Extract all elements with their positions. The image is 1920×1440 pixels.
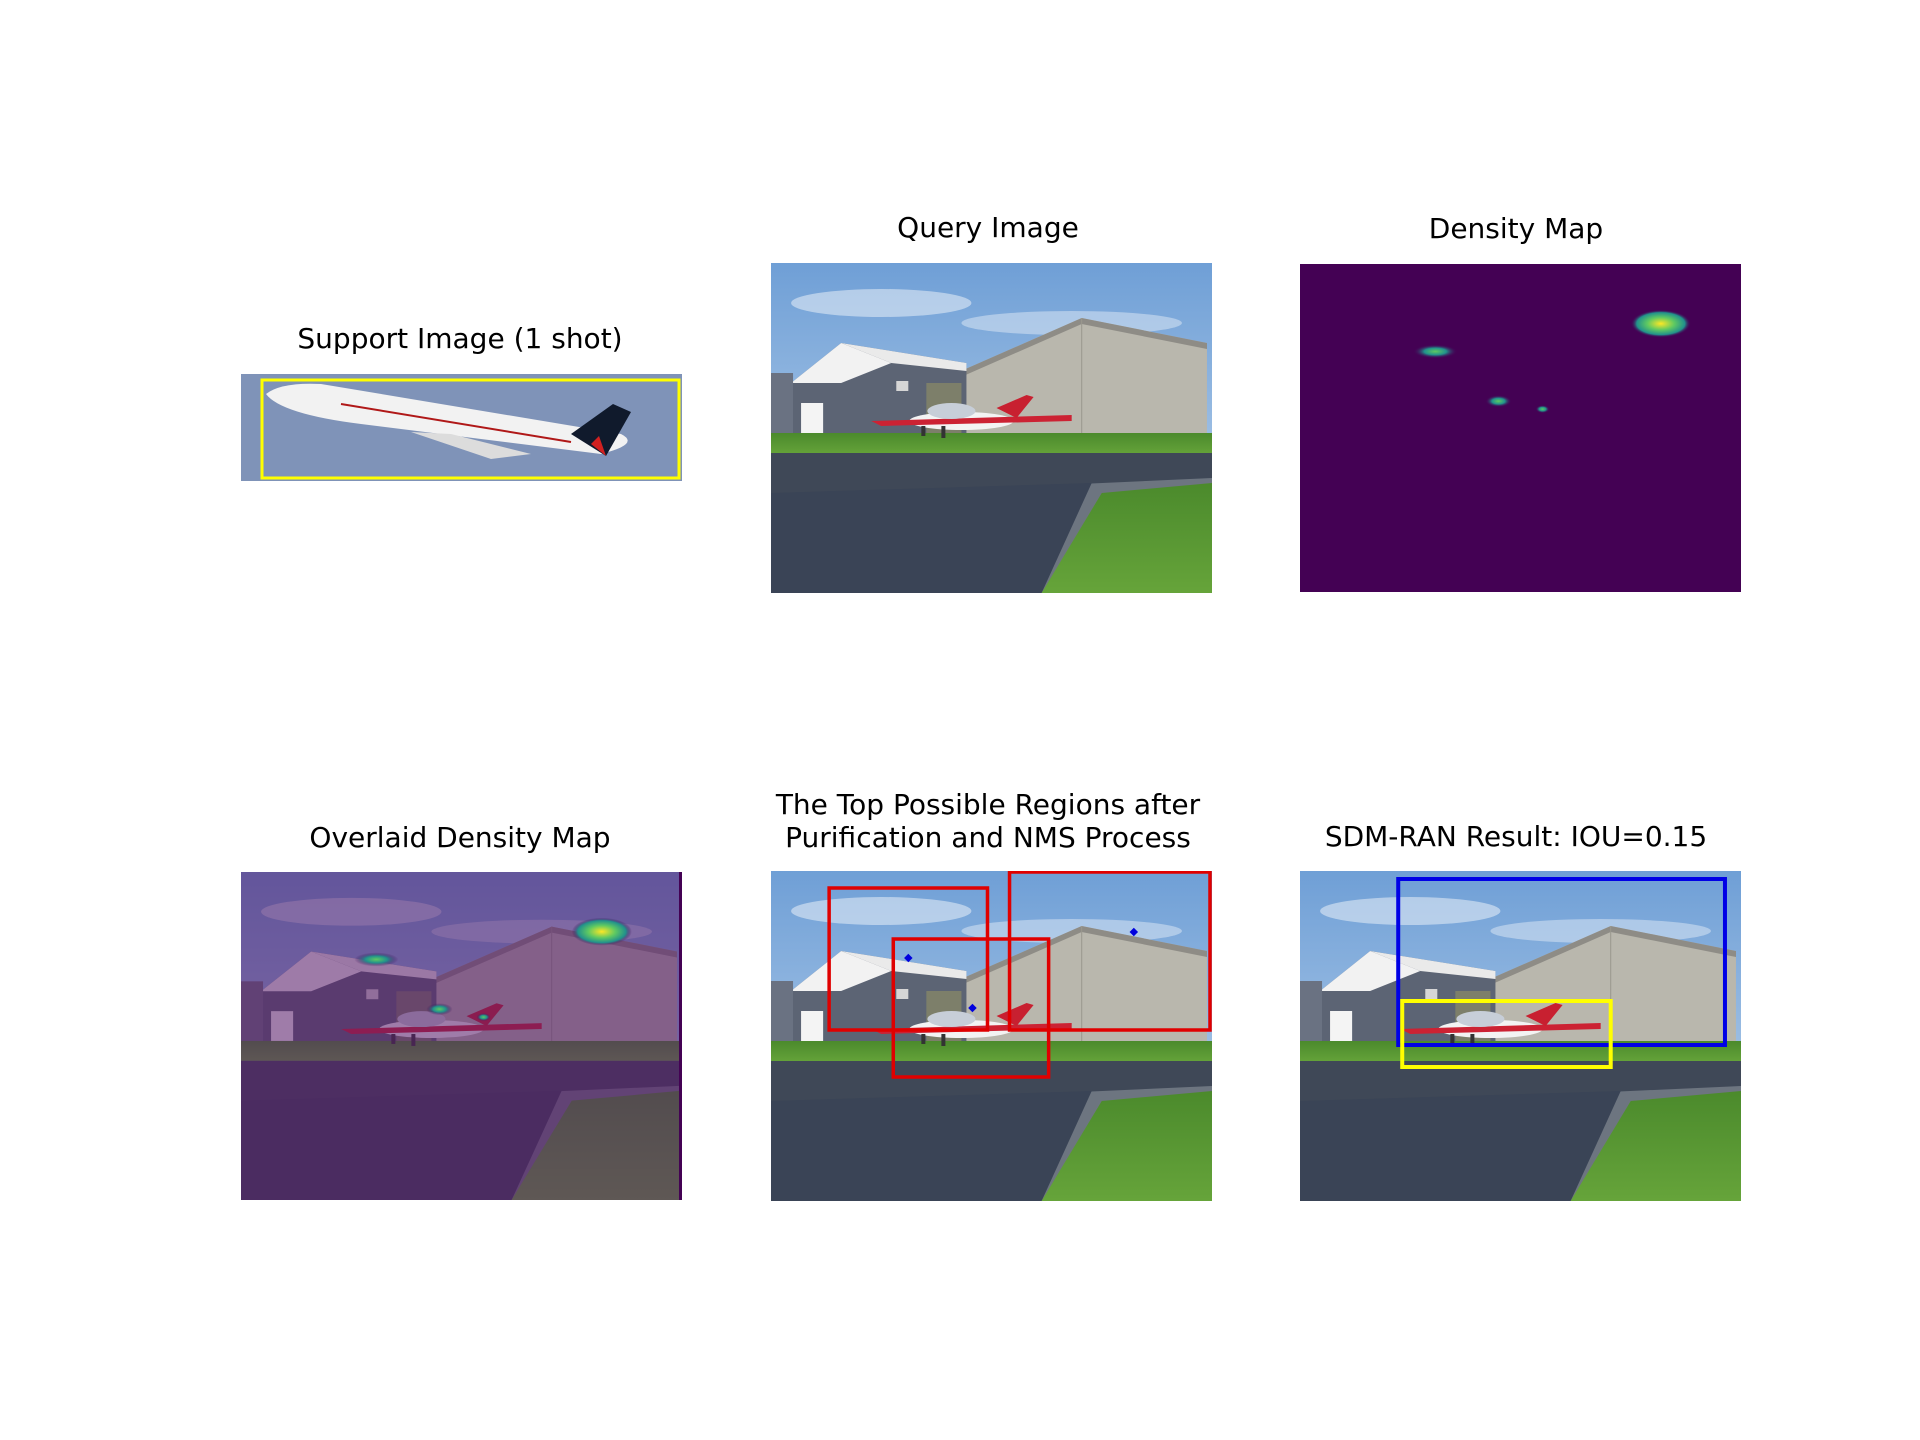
query-image: [771, 263, 1212, 593]
region-point-2: [968, 1003, 977, 1013]
region-box-2: [1007, 871, 1212, 1032]
ground-truth-box: [1400, 999, 1613, 1069]
support-image-title: Support Image (1 shot): [297, 322, 623, 355]
support-image: [241, 374, 682, 481]
result-image: [1300, 871, 1741, 1201]
predicted-box: [1396, 877, 1727, 1047]
density-map: [1300, 264, 1741, 592]
regions-title-line1: The Top Possible Regions after: [775, 788, 1201, 821]
overlaid-density-map-title: Overlaid Density Map: [309, 821, 611, 854]
result-title: SDM-RAN Result: IOU=0.15: [1324, 820, 1708, 853]
query-image-title: Query Image: [897, 211, 1079, 244]
regions-title-line2: Purification and NMS Process: [785, 821, 1191, 854]
region-box-3: [891, 937, 1051, 1079]
density-map-title: Density Map: [1428, 212, 1604, 245]
regions-title: The Top Possible Regions after Purificat…: [688, 788, 1288, 854]
overlaid-density-map: [241, 872, 682, 1200]
regions-image: [771, 871, 1212, 1201]
region-box-1: [827, 886, 990, 1032]
